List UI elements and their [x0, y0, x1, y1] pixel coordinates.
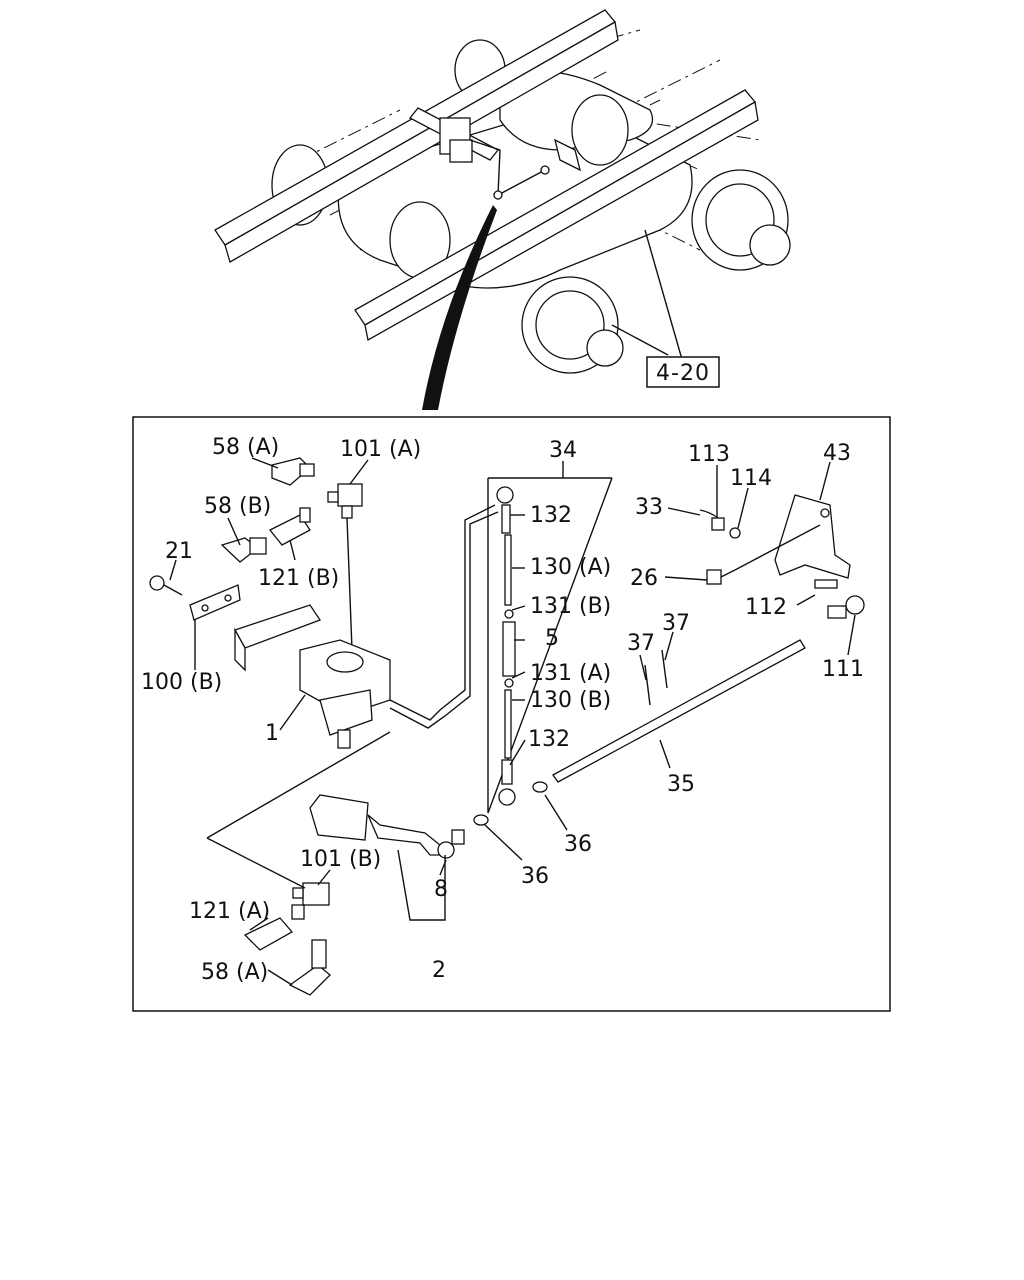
callout-36-right: 36	[564, 832, 592, 857]
callout-43: 43	[823, 441, 851, 466]
callout-132-top: 132	[530, 503, 572, 528]
callout-33: 33	[635, 495, 663, 520]
detail-frame	[132, 416, 891, 1012]
callout-114: 114	[730, 466, 772, 491]
callout-101a: 101 (A)	[340, 437, 421, 462]
callout-58a-top: 58 (A)	[212, 435, 279, 460]
callout-34: 34	[549, 438, 577, 463]
callout-35: 35	[667, 772, 695, 797]
callout-5: 5	[545, 626, 559, 651]
callout-121a: 121 (A)	[189, 899, 270, 924]
callout-1: 1	[265, 721, 279, 746]
callout-100b: 100 (B)	[141, 670, 222, 695]
callout-8: 8	[434, 877, 448, 902]
callout-130b: 130 (B)	[530, 688, 611, 713]
reference-box	[646, 356, 720, 388]
callout-112: 112	[745, 595, 787, 620]
callout-131b: 131 (B)	[530, 594, 611, 619]
callout-21: 21	[165, 539, 193, 564]
callout-2: 2	[432, 958, 446, 983]
callout-132-bottom: 132	[528, 727, 570, 752]
chassis-overview	[214, 9, 791, 410]
callout-58a-bottom: 58 (A)	[201, 960, 268, 985]
callout-121b: 121 (B)	[258, 566, 339, 591]
callout-113: 113	[688, 442, 730, 467]
callout-58b: 58 (B)	[204, 494, 271, 519]
callout-36-left: 36	[521, 864, 549, 889]
callout-130a: 130 (A)	[530, 555, 611, 580]
callout-131a: 131 (A)	[530, 661, 611, 686]
parts-drawings	[149, 457, 865, 996]
callout-37-right: 37	[662, 611, 690, 636]
callout-26: 26	[630, 566, 658, 591]
callout-111: 111	[822, 657, 864, 682]
reference-label: 4-20	[656, 361, 710, 386]
callout-labels: 58 (A) 101 (A) 58 (B) 121 (B) 21 100 (B)…	[141, 435, 864, 985]
callout-37-left: 37	[627, 631, 655, 656]
callout-101b: 101 (B)	[300, 847, 381, 872]
